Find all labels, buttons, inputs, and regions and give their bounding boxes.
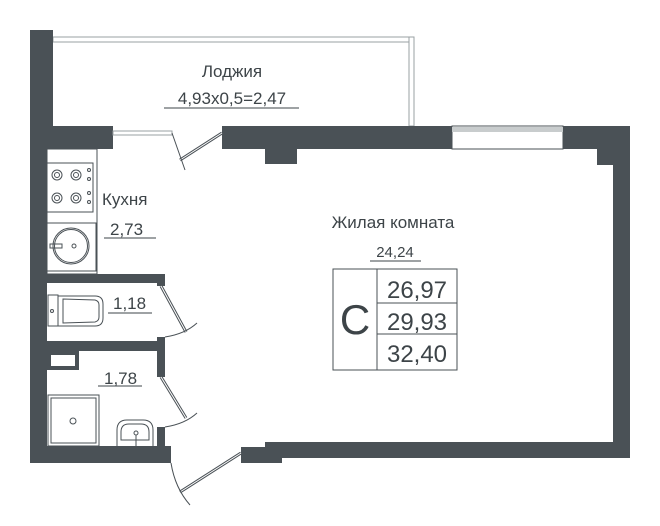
kitchen-counter (46, 148, 98, 275)
toilet-door[interactable] (159, 285, 198, 338)
stove-icon (46, 162, 94, 213)
bathroom-door[interactable] (159, 376, 198, 428)
area-total: 29,93 (387, 309, 447, 336)
area-summary-box: С 26,97 29,93 32,40 (332, 268, 458, 371)
living-room-area: 24,24 (376, 244, 414, 261)
entrance-door[interactable] (170, 451, 242, 506)
area-total-with-loggia: 32,40 (387, 341, 447, 368)
loggia-name: Лоджия (202, 62, 262, 81)
walls (30, 30, 630, 463)
kitchen-area: 2,73 (110, 220, 143, 239)
loggia-door[interactable] (112, 130, 223, 171)
kitchen-name: Кухня (102, 190, 148, 209)
area-living: 26,97 (387, 277, 447, 304)
toilet-area: 1,18 (113, 294, 146, 313)
bathroom-area: 1,78 (104, 369, 137, 388)
loggia-area: 4,93x0,5=2,47 (178, 89, 286, 108)
loggia-top-railing (52, 36, 415, 43)
kitchen-sink-icon (46, 222, 97, 272)
shower-tray-icon (47, 394, 100, 447)
washbasin-icon (116, 419, 154, 446)
living-room-name: Жилая комната (332, 213, 455, 232)
loggia-right-railing (408, 36, 415, 127)
toilet-icon (47, 294, 104, 327)
apartment-type-letter: С (340, 296, 370, 343)
window (451, 125, 564, 150)
